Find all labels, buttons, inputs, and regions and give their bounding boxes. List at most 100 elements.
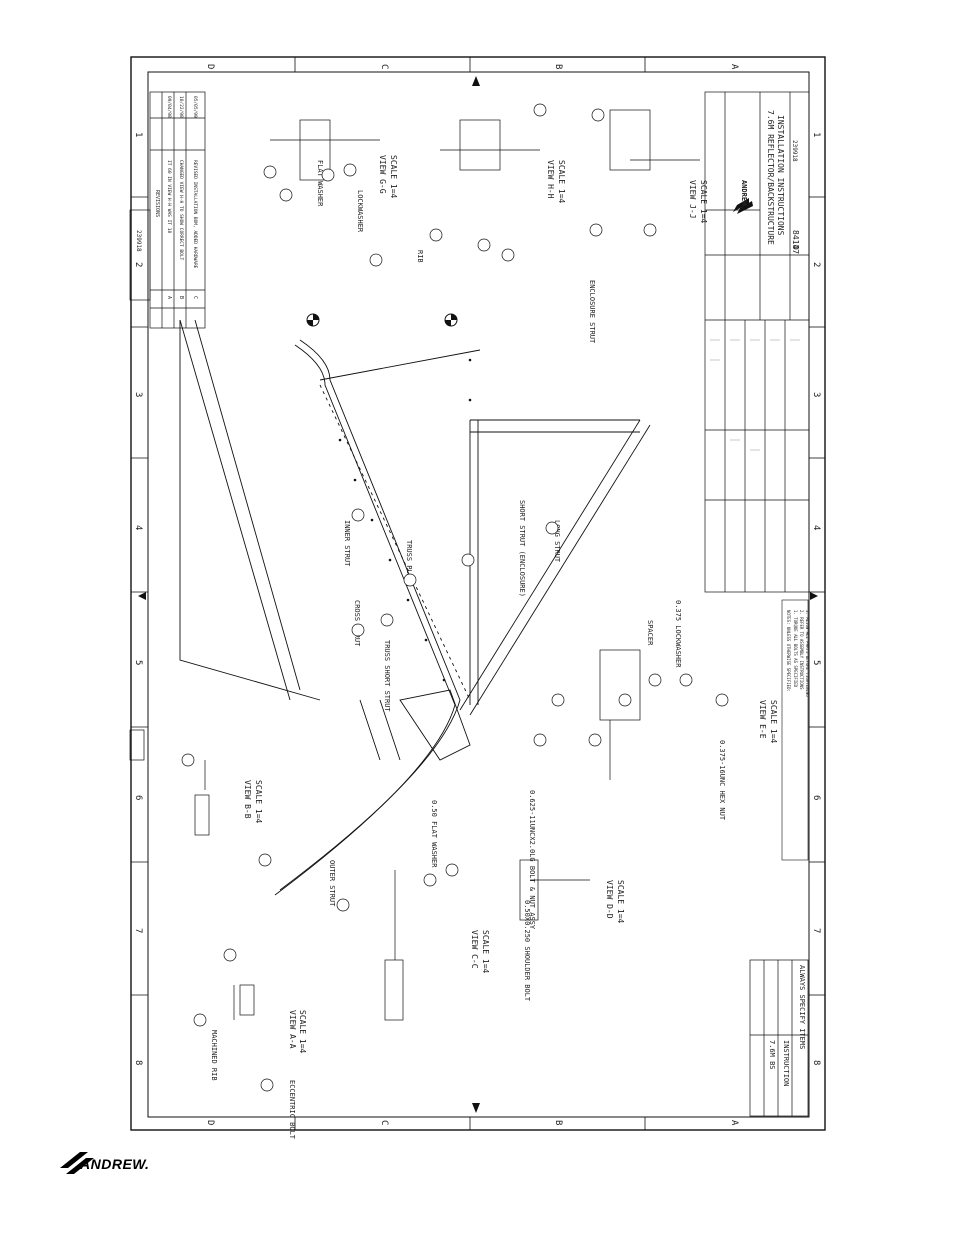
revision-row-a: IT 60 IN VIEW H-H WAS IT 18	[166, 160, 172, 233]
outer-strut-curve	[279, 339, 461, 891]
zone-D-top: D	[205, 64, 215, 69]
title-block-small-lines	[710, 339, 800, 451]
cross-strut-line	[179, 319, 291, 701]
revision-block	[129, 91, 206, 329]
title-block-drawing-no: 239918	[791, 140, 798, 162]
label-spacer: SPACER	[646, 620, 654, 646]
zone-5-left: 5	[133, 660, 143, 665]
zone-1-top: 1	[811, 132, 821, 137]
notes-block	[781, 599, 809, 861]
zone-4-top: 4	[811, 525, 821, 530]
balloons	[181, 103, 729, 1092]
notes-line-4: 3. ALIGN ALL PARTS BEFORE TIGHTENING	[805, 610, 810, 697]
zone-3-top: 3	[811, 392, 821, 397]
title-block-cage: 84147	[791, 230, 800, 254]
view-e-e-title: VIEW E-E	[758, 700, 767, 739]
zone-1-left: 1	[133, 132, 143, 137]
detail-view-sketches	[194, 109, 700, 1021]
revision-row-c: REVISED INSTALLATION BOM, ADDED HARDWARE	[192, 160, 198, 269]
label-lockwasher: 0.375 LOCKWASHER	[674, 600, 682, 668]
notes-line-2: 1. TORQUE ALL BOLTS AS SPECIFIED	[793, 610, 798, 688]
label-flat-washer: 0.50 FLAT WASHER	[430, 800, 438, 868]
label-truss-short-strut: TRUSS SHORT STRUT	[383, 640, 391, 712]
label-long-strut: LONG STRUT	[553, 520, 561, 563]
zone-8-left: 8	[133, 1060, 143, 1065]
part-labels: OUTER STRUT INNER STRUT CROSS STRUT LONG…	[210, 160, 726, 1140]
zone-letters-top: D C B A	[205, 64, 739, 70]
zone-A-top: A	[729, 64, 739, 70]
zone-letters-bottom: D C B A	[205, 1120, 739, 1126]
revision-date-a: 09/04/98	[166, 96, 172, 118]
view-a-a-scale: SCALE 1=4	[298, 1010, 307, 1054]
label-machined-rib: MACHINED RIB	[210, 1030, 218, 1081]
view-e-e-scale: SCALE 1=4	[769, 700, 778, 744]
label-rib: RIB	[416, 250, 424, 263]
revision-date-b: 10/22/98	[178, 96, 184, 118]
view-titles: VIEW A-A SCALE 1=4 VIEW B-B SCALE 1=4 VI…	[243, 155, 778, 1054]
view-c-c-title: VIEW C-C	[470, 930, 479, 969]
title-block-company: ANDREW	[740, 180, 748, 206]
revision-drawing-ref: 239918	[135, 230, 142, 252]
view-h-h-scale: SCALE 1=4	[557, 160, 566, 204]
label-shoulder-bolt: 0.50X0.250 SHOULDER BOLT	[523, 900, 531, 1002]
inner-border	[147, 71, 810, 1118]
zone-C-bottom: C	[379, 1120, 389, 1125]
title-block-title-2: INSTALLATION INSTRUCTIONS	[776, 115, 785, 236]
long-strut-line	[459, 419, 641, 711]
zone-7-top: 7	[811, 928, 821, 933]
zone-numbers-bottom: 1 2 3 4 5 6 7 8	[133, 132, 143, 1065]
view-d-d-scale: SCALE 1=4	[616, 880, 625, 924]
revision-rev-b: B	[178, 296, 184, 299]
title-block-logo-icon	[733, 198, 753, 214]
title-block-title-1: 7.6M REFLECTOR/BACKSTRUCTURE	[766, 110, 775, 245]
label-cross-strut: CROSS STRUT	[353, 600, 361, 647]
revision-rev-c: C	[192, 296, 198, 299]
label-outer-strut: OUTER STRUT	[328, 860, 336, 907]
view-b-b-title: VIEW B-B	[243, 780, 252, 819]
title-block-size: D	[791, 245, 800, 250]
company-logo-text: ANDREW.	[80, 1156, 150, 1172]
notes-line-1: NOTES: UNLESS OTHERWISE SPECIFIED:	[786, 610, 791, 692]
zone-D-bottom: D	[205, 1120, 215, 1125]
zone-6-top: 6	[811, 795, 821, 800]
zone-6-left: 6	[133, 795, 143, 800]
label-lockwasher-g: LOCKWASHER	[356, 190, 364, 233]
zone-3-left: 3	[133, 392, 143, 397]
zone-7-left: 7	[133, 928, 143, 933]
zone-B-top: B	[553, 64, 563, 69]
zone-B-bottom: B	[553, 1120, 563, 1125]
notes-line-3: 2. REFER TO ASSEMBLY INSTRUCTIONS	[799, 610, 804, 690]
center-arrows	[138, 76, 818, 1113]
centroid-symbol	[306, 313, 458, 327]
zone-4-left: 4	[133, 525, 143, 530]
bottom-left-block	[129, 729, 809, 1117]
bottom-left-line-3: ALWAYS SPECIFY ITEMS	[798, 965, 806, 1049]
label-bolt-nut-assy: 0.625-11UNCX2.0LG BOLT & NUT ASSY	[528, 790, 536, 930]
label-inner-strut: INNER STRUT	[343, 520, 351, 567]
zone-2-left: 2	[133, 262, 143, 267]
view-d-d-title: VIEW D-D	[605, 880, 614, 919]
zone-8-top: 8	[811, 1060, 821, 1065]
zone-2-top: 2	[811, 262, 821, 267]
view-c-c-scale: SCALE 1=4	[481, 930, 490, 974]
view-a-a-title: VIEW A-A	[288, 1010, 297, 1049]
revision-date-c: 05/05/99	[192, 96, 198, 118]
view-h-h-title: VIEW H-H	[546, 160, 555, 199]
view-g-g-title: VIEW G-G	[378, 155, 387, 194]
zone-ticks	[131, 57, 825, 1130]
zone-5-top: 5	[811, 660, 821, 665]
zone-A-bottom: A	[729, 1120, 739, 1126]
revision-rev-a: A	[166, 296, 172, 299]
title-block	[704, 91, 810, 593]
label-eccentric-bolt: ECCENTRIC BOLT	[288, 1080, 296, 1140]
revision-header: REVISIONS	[154, 190, 160, 217]
label-flat-washer-g: FLAT WASHER	[316, 160, 324, 207]
rivet-dots	[338, 358, 472, 682]
view-g-g-scale: SCALE 1=4	[389, 155, 398, 199]
andrew-logo-icon	[60, 1152, 94, 1174]
label-truss-plate: TRUSS PLATE	[405, 540, 413, 586]
label-short-strut: SHORT STRUT (ENCLOSURE)	[518, 500, 526, 597]
view-j-j-scale: SCALE 1=4	[699, 180, 708, 224]
bottom-left-line-2: INSTRUCTION	[782, 1040, 790, 1086]
